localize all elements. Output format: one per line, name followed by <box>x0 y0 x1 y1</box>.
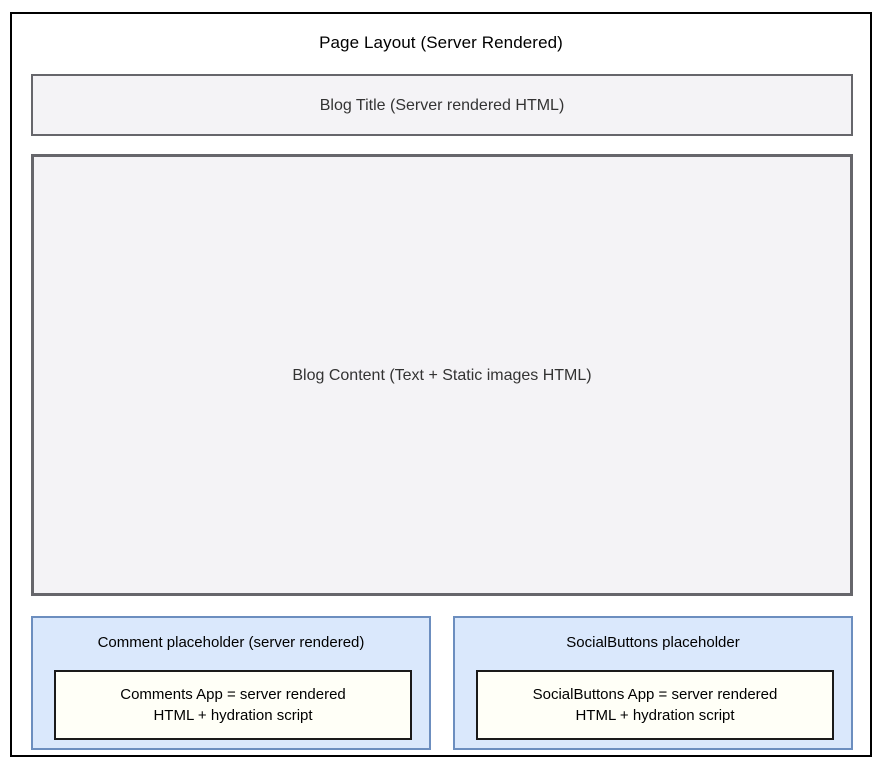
blog-content-block: Blog Content (Text + Static images HTML) <box>31 154 853 596</box>
socialbuttons-placeholder-block: SocialButtons placeholder SocialButtons … <box>453 616 853 750</box>
socialbuttons-app-block: SocialButtons App = server rendered HTML… <box>476 670 834 740</box>
comments-app-line-2: HTML + hydration script <box>153 707 313 724</box>
blog-content-label: Blog Content (Text + Static images HTML) <box>292 366 592 384</box>
socialbuttons-app-line-1: SocialButtons App = server rendered <box>532 686 778 703</box>
socialbuttons-placeholder-heading: SocialButtons placeholder <box>566 634 740 651</box>
placeholder-row: Comment placeholder (server rendered) Co… <box>31 616 853 750</box>
blog-title-block: Blog Title (Server rendered HTML) <box>31 74 853 136</box>
comments-app-line-1: Comments App = server rendered <box>120 686 346 703</box>
page-layout-title: Page Layout (Server Rendered) <box>319 33 563 52</box>
socialbuttons-app-line-2: HTML + hydration script <box>575 707 735 724</box>
comments-app-block: Comments App = server rendered HTML + hy… <box>54 670 412 740</box>
comment-placeholder-block: Comment placeholder (server rendered) Co… <box>31 616 431 750</box>
blog-title-label: Blog Title (Server rendered HTML) <box>319 96 565 114</box>
comment-placeholder-heading: Comment placeholder (server rendered) <box>97 634 365 651</box>
page-layout-container: Page Layout (Server Rendered) Blog Title… <box>10 12 872 757</box>
